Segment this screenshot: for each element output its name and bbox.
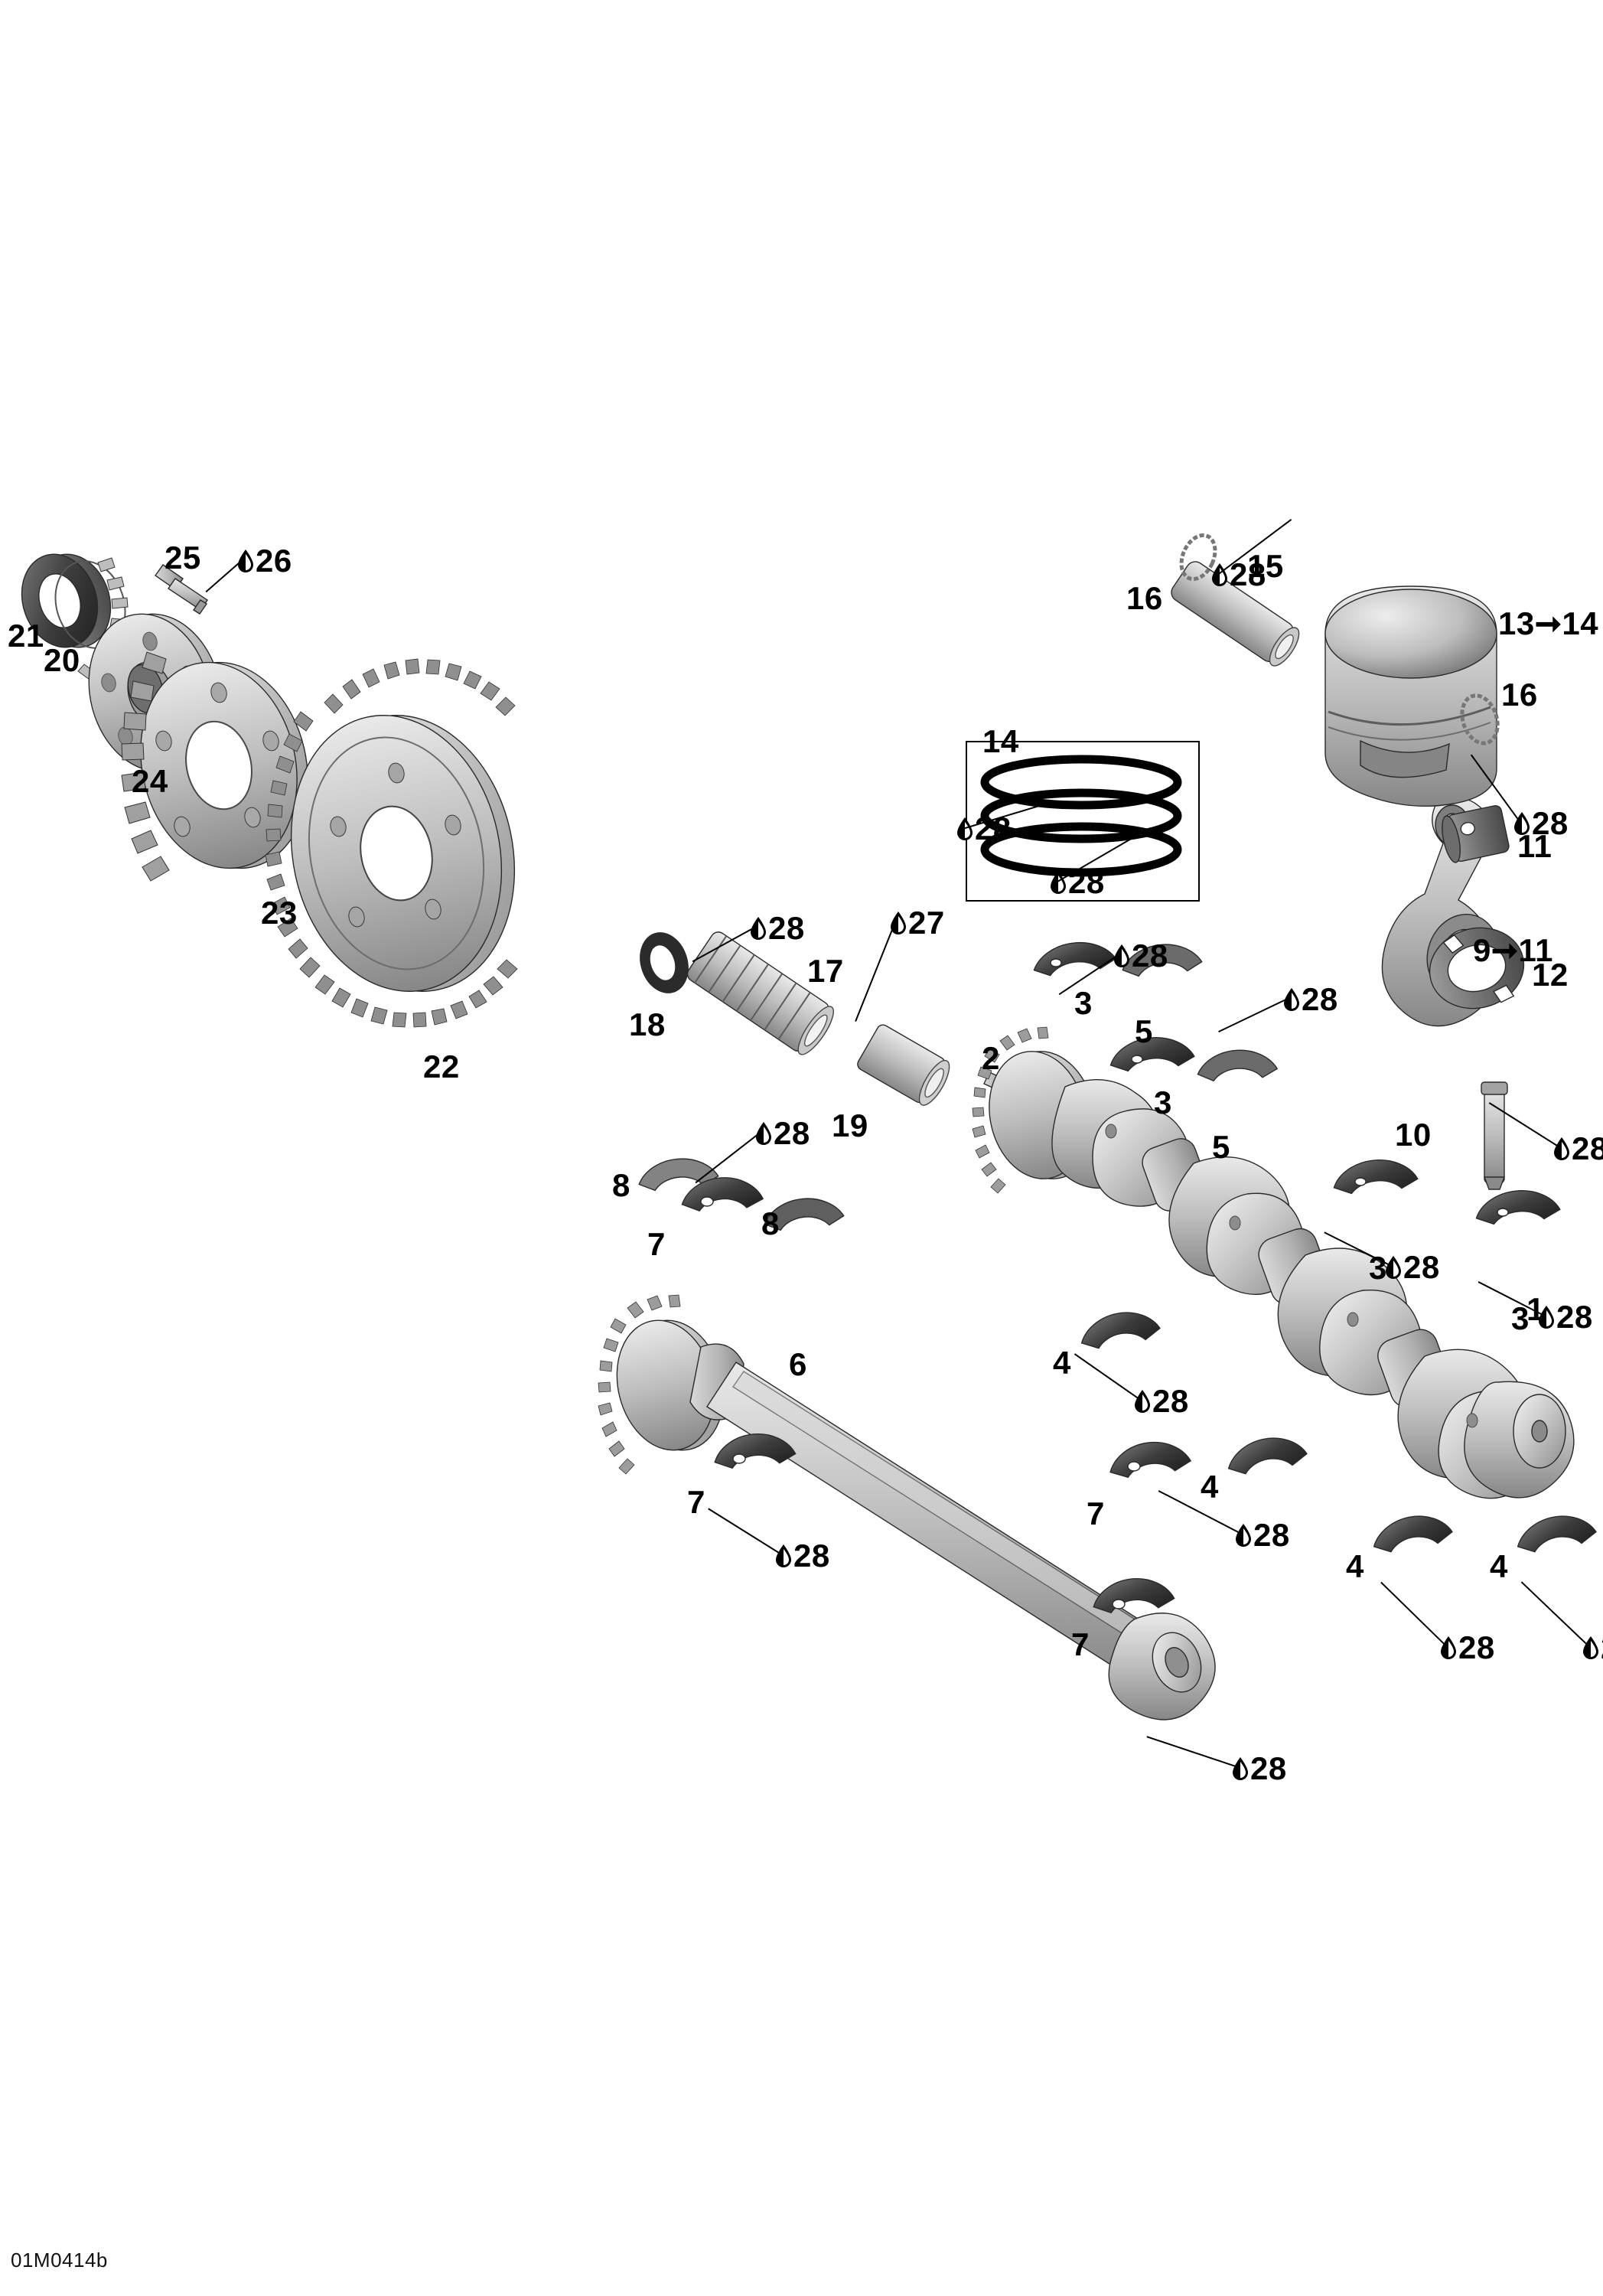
callout-3: 3 bbox=[1369, 1250, 1387, 1286]
callout-5: 5 bbox=[1212, 1129, 1230, 1165]
part-13-piston bbox=[1324, 585, 1497, 807]
oil-drop-icon bbox=[1232, 1757, 1249, 1780]
part-16-circlip-upper bbox=[1179, 533, 1217, 582]
part-15-piston-pin bbox=[1171, 561, 1300, 667]
oil-callout-label: 27 bbox=[908, 905, 945, 941]
oil-callout-label: 28 bbox=[1572, 1130, 1603, 1166]
callout-17: 17 bbox=[807, 953, 844, 989]
oil-drop-icon bbox=[1440, 1636, 1457, 1659]
callout-22: 22 bbox=[423, 1049, 460, 1084]
callout-7: 7 bbox=[1087, 1495, 1105, 1531]
callout-10: 10 bbox=[1395, 1117, 1432, 1153]
callout-5: 5 bbox=[1135, 1013, 1153, 1049]
oil-drop-icon bbox=[1235, 1524, 1252, 1547]
callout-7: 7 bbox=[647, 1226, 666, 1262]
oil-drop-icon bbox=[775, 1544, 792, 1567]
oil-drop-icon bbox=[755, 1122, 772, 1145]
sheet-id-code: 01M0414b bbox=[11, 2249, 108, 2272]
oil-drop-icon bbox=[1538, 1306, 1555, 1329]
oil-callout-label: 28 bbox=[774, 1115, 810, 1151]
oil-callout-label: 28 bbox=[1152, 1383, 1189, 1419]
callout-4: 4 bbox=[1346, 1548, 1364, 1584]
callout-7: 7 bbox=[1071, 1626, 1090, 1662]
callout-9-to-11: 9➞11 bbox=[1473, 932, 1553, 968]
callout-11: 11 bbox=[1517, 828, 1552, 864]
callout-20: 20 bbox=[44, 642, 80, 678]
part-18-oil-seal bbox=[640, 932, 689, 993]
oil-callout-label: 28 bbox=[1556, 1299, 1593, 1335]
oil-callout-label: 28 bbox=[975, 810, 1012, 846]
oil-callout-label: 28 bbox=[1302, 981, 1338, 1017]
oil-drop-icon bbox=[1582, 1636, 1599, 1659]
part-19-bushing bbox=[857, 1024, 950, 1106]
oil-drop-icon bbox=[237, 550, 254, 572]
callout-6: 6 bbox=[789, 1346, 807, 1382]
oil-callout-label: 28 bbox=[793, 1538, 830, 1574]
oil-callout-label: 28 bbox=[1230, 556, 1266, 592]
callout-4: 4 bbox=[1490, 1548, 1508, 1584]
piston-ring-set-box bbox=[966, 741, 1200, 902]
part-12-rod-bearing bbox=[1429, 927, 1525, 1009]
oil-callout-label: 28 bbox=[1253, 1517, 1290, 1553]
part-23-ring-gear bbox=[121, 651, 308, 882]
part-10-rod-bolt bbox=[1481, 1081, 1508, 1190]
callout-14: 14 bbox=[982, 723, 1019, 759]
callout-21: 21 bbox=[8, 618, 44, 654]
oil-callout-label: 28 bbox=[1132, 938, 1168, 974]
oil-callout-label: 28 bbox=[1601, 1632, 1603, 1664]
oil-drop-icon bbox=[1134, 1390, 1151, 1413]
oil-callout-label: 28 bbox=[1532, 805, 1569, 841]
callout-3: 3 bbox=[1511, 1300, 1530, 1336]
callout-7: 7 bbox=[687, 1484, 705, 1520]
oil-callout-label: 28 bbox=[1458, 1629, 1495, 1665]
oil-drop-icon bbox=[890, 912, 907, 934]
part-11-bushing bbox=[1442, 805, 1510, 863]
callout-4: 4 bbox=[1201, 1469, 1219, 1505]
callout-16: 16 bbox=[1126, 580, 1163, 616]
oil-drop-icon bbox=[750, 917, 767, 940]
part-22-flywheel bbox=[265, 658, 518, 1028]
part-17-sleeve bbox=[686, 931, 834, 1055]
callout-24: 24 bbox=[132, 763, 168, 799]
oil-drop-icon bbox=[1050, 871, 1067, 894]
callout-3: 3 bbox=[1074, 985, 1093, 1021]
oil-drop-icon bbox=[1283, 988, 1300, 1011]
callout-16: 16 bbox=[1501, 677, 1538, 713]
oil-drop-icon bbox=[1385, 1256, 1402, 1279]
part-1-crankshaft bbox=[972, 1026, 1575, 1499]
oil-drop-icon bbox=[1113, 944, 1130, 967]
part-25-bolt bbox=[155, 564, 208, 615]
callout-8: 8 bbox=[612, 1167, 630, 1203]
callout-2: 2 bbox=[982, 1040, 1000, 1076]
callout-23: 23 bbox=[261, 895, 298, 931]
callout-12: 12 bbox=[1532, 957, 1569, 993]
callout-4: 4 bbox=[1053, 1345, 1071, 1381]
oil-callout-label: 26 bbox=[256, 543, 292, 579]
callout-3: 3 bbox=[1154, 1084, 1172, 1120]
oil-callout-label: 28 bbox=[1250, 1750, 1287, 1786]
callout-13-to-14: 13➞14 bbox=[1498, 605, 1599, 641]
callout-18: 18 bbox=[629, 1006, 666, 1042]
callout-25: 25 bbox=[165, 540, 201, 576]
oil-callout-label: 28 bbox=[768, 910, 805, 946]
oil-callout-label: 28 bbox=[1403, 1249, 1440, 1285]
oil-drop-icon bbox=[1553, 1137, 1570, 1160]
callout-8: 8 bbox=[761, 1205, 780, 1241]
bearing-shells bbox=[638, 941, 1597, 1614]
callout-15: 15 bbox=[1247, 548, 1284, 584]
part-6-balance-shaft bbox=[598, 1294, 1216, 1720]
callout-19: 19 bbox=[832, 1107, 868, 1143]
